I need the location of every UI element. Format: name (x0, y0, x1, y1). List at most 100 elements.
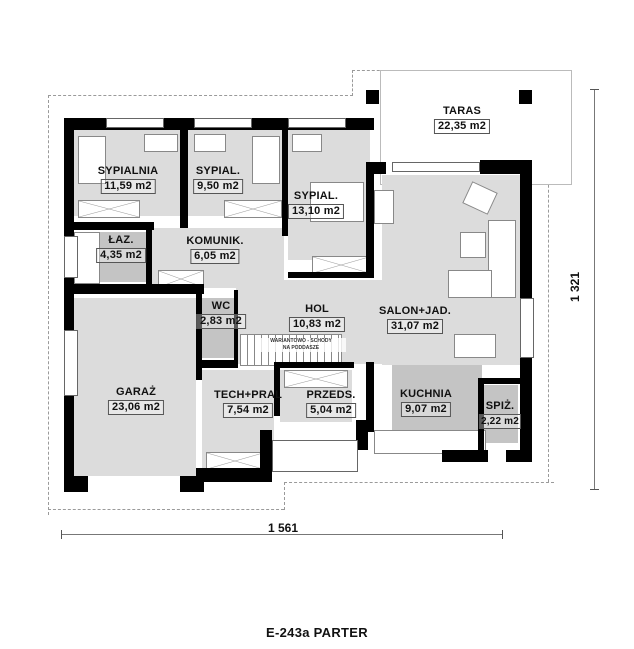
wall-bed1-bed2 (180, 130, 188, 228)
room-name: SYPIAL. (293, 190, 339, 202)
wall-garage-right (196, 290, 202, 380)
wall-entrance-left (260, 430, 272, 482)
width-dimension-label: 1 561 (268, 521, 299, 535)
room-name: KOMUNIK. (186, 235, 244, 247)
room-name: TECH+PRAL (213, 389, 283, 401)
room-label-salon: SALON+JAD. 31,07 m2 (379, 305, 451, 334)
garage-door (88, 476, 180, 482)
dining-table (454, 334, 496, 358)
roof-outline-bottom-left (48, 509, 284, 510)
room-label-wc: WC 2,83 m2 (196, 300, 246, 329)
window-bed1 (106, 118, 164, 128)
wall-tech-top (196, 360, 238, 368)
stairs-note-line2: NA PODDASZE (282, 345, 320, 351)
window-terrace-door (392, 162, 480, 172)
room-area: 10,83 m2 (288, 317, 346, 332)
entrance-door (272, 440, 358, 472)
width-dimension-tick-right (502, 530, 503, 539)
wall-lazienka-bottom (74, 284, 204, 294)
wall-left (64, 118, 74, 492)
window-bed3 (288, 118, 346, 128)
room-area: 5,04 m2 (306, 403, 356, 418)
wall-spiz-top (478, 378, 522, 384)
room-label-sypial-2: SYPIAL. 9,50 m2 (193, 165, 243, 194)
room-label-sypial-3: SYPIAL. 13,10 m2 (287, 190, 345, 219)
wall-bedrooms-bottom (74, 222, 154, 230)
sofa-bottom (448, 270, 492, 298)
room-area: 9,50 m2 (193, 179, 243, 194)
room-label-hol: HOL 10,83 m2 (288, 303, 346, 332)
wall-hol-bottom (274, 362, 354, 368)
roof-outline-top-step (352, 70, 353, 96)
bed-1 (78, 136, 106, 184)
wall-spiz-left (478, 380, 484, 450)
wall-bed3-salon (366, 162, 374, 278)
room-label-komunik: KOMUNIK. 6,05 m2 (186, 235, 243, 264)
plan-title: E-243a PARTER (266, 625, 368, 640)
room-name: HOL (305, 303, 329, 315)
height-dimension-tick-top (590, 89, 599, 90)
wall-entrance-right (356, 420, 368, 450)
desk-3 (292, 134, 322, 152)
window-bed2 (194, 118, 252, 128)
room-label-sypialnia: SYPIALNIA 11,59 m2 (98, 165, 158, 194)
stairs-note-line1: WARIANTOWO - SCHODY (270, 338, 332, 344)
wardrobe-2 (224, 200, 282, 218)
terrace-post-left (366, 90, 379, 104)
height-dimension-line (594, 89, 595, 489)
room-area: 11,59 m2 (100, 179, 156, 194)
sofa-corner (488, 220, 516, 298)
desk-1 (144, 134, 178, 152)
room-name: GARAŻ (115, 386, 157, 398)
room-label-kuchnia: KUCHNIA 9,07 m2 (400, 388, 452, 417)
wall-wc-right (234, 290, 238, 360)
room-area: 13,10 m2 (287, 204, 345, 219)
coffee-table (460, 232, 486, 258)
terrace-post-right (519, 90, 532, 104)
wall-bottom-tech (196, 468, 272, 482)
room-area: 31,07 m2 (386, 319, 444, 334)
room-garaz (74, 298, 196, 476)
room-area: 7,54 m2 (223, 403, 273, 418)
wall-top-salon-left (370, 162, 386, 174)
room-area: 4,35 m2 (96, 248, 146, 263)
wardrobe-4 (158, 270, 204, 288)
wall-bottom-kitchen (442, 450, 488, 462)
wall-tech-przeds (274, 366, 280, 416)
width-dimension-tick-left (61, 530, 62, 539)
room-label-przeds: PRZEDS. 5,04 m2 (306, 389, 356, 418)
room-name: WC (211, 300, 231, 312)
room-area: 22,35 m2 (433, 119, 491, 134)
room-label-tech-pral: TECH+PRAL 7,54 m2 (214, 389, 282, 418)
height-dimension-label: 1 321 (568, 271, 583, 303)
room-label-lazienka: ŁAZ. 4,35 m2 (96, 234, 146, 263)
wardrobe-5 (284, 370, 348, 388)
room-label-taras: TARAS 22,35 m2 (433, 105, 491, 134)
roof-outline-right (548, 70, 549, 482)
wall-lazienka-right (146, 228, 152, 284)
roof-outline-left (48, 95, 49, 515)
room-name: ŁAZ. (108, 234, 134, 246)
bed-2 (252, 136, 280, 184)
room-name: SPIŻ. (485, 400, 515, 412)
wall-top-salon-right (480, 160, 532, 174)
bed-3 (310, 182, 364, 222)
wall-bottom-garage (64, 476, 88, 492)
room-lazienka (98, 232, 146, 282)
wall-bed3-bottom (288, 272, 368, 278)
desk-2 (194, 134, 226, 152)
room-name: SALON+JAD. (379, 305, 451, 317)
room-name: PRZEDS. (306, 389, 356, 401)
room-area: 2,22 m2 (478, 414, 522, 429)
stairs-note: WARIANTOWO - SCHODY NA PODDASZE (256, 338, 346, 352)
room-kuchnia (392, 365, 482, 430)
width-dimension-line (62, 534, 502, 535)
wardrobe-1 (78, 200, 140, 218)
room-name: KUCHNIA (399, 388, 453, 400)
room-area: 23,06 m2 (107, 400, 165, 415)
room-name: SYPIALNIA (97, 165, 159, 177)
room-name: SYPIAL. (195, 165, 241, 177)
wall-bed2-bed3 (282, 130, 288, 236)
roof-outline-bottom-right (284, 482, 554, 483)
roof-outline-bottom-step (284, 482, 285, 510)
